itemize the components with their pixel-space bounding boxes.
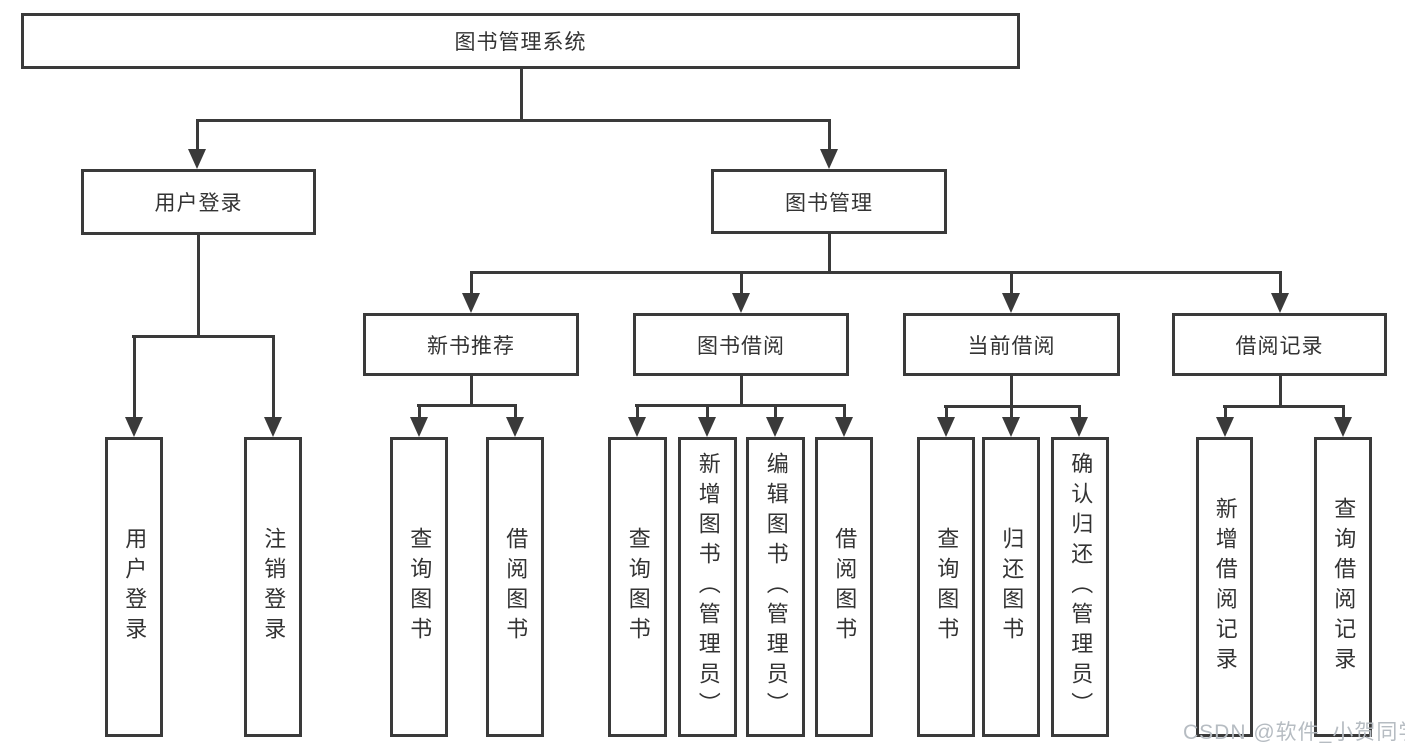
node-logout: 注销登录: [244, 437, 302, 737]
node-new-book-recommend: 新书推荐: [363, 313, 579, 376]
connector-newbook-bus: [417, 404, 517, 407]
node-label: 图书管理: [785, 191, 873, 215]
node-label: 用户登录: [154, 192, 243, 215]
node-user-login: 用户登录: [81, 169, 316, 235]
node-label: 图书管理系统: [454, 31, 587, 54]
connector-bookborrow-bus: [635, 404, 846, 407]
node-edit-books-admin: 编辑图书（管理员）: [746, 437, 805, 737]
arrow-down-icon: [506, 417, 524, 437]
arrow-down-icon: [1070, 417, 1088, 437]
node-query-books-current: 查询图书: [917, 437, 975, 737]
connector-stem: [828, 119, 831, 151]
connector-stem: [843, 404, 846, 419]
arrow-down-icon: [820, 149, 838, 169]
arrow-down-icon: [1216, 417, 1234, 437]
node-label: 借阅图书: [503, 527, 529, 647]
arrow-down-icon: [410, 417, 428, 437]
node-library-management-system: 图书管理系统: [21, 13, 1020, 69]
node-label: 查询借阅记录: [1331, 497, 1357, 677]
node-query-borrow-record: 查询借阅记录: [1314, 437, 1372, 737]
node-book-management: 图书管理: [711, 169, 947, 234]
arrow-down-icon: [125, 417, 143, 437]
node-label: 确认归还（管理员）: [1068, 452, 1094, 722]
connector-userlogin-bus: [132, 335, 275, 338]
node-label: 新增图书（管理员）: [695, 452, 721, 722]
connector-stem: [1010, 271, 1013, 295]
arrow-down-icon: [628, 417, 646, 437]
arrow-down-icon: [188, 149, 206, 169]
node-current-borrowing: 当前借阅: [903, 313, 1120, 376]
connector-stem: [272, 335, 275, 419]
connector-stem: [740, 271, 743, 295]
node-book-borrowing: 图书借阅: [633, 313, 849, 376]
connector-level2-bus: [196, 119, 831, 122]
connector-stem: [945, 405, 948, 419]
node-borrow-books-recommend: 借阅图书: [486, 437, 544, 737]
node-label: 新书推荐: [427, 334, 515, 358]
node-borrowing-records: 借阅记录: [1172, 313, 1387, 376]
node-label: 查询图书: [934, 527, 960, 647]
arrow-down-icon: [835, 417, 853, 437]
connector-records-bus: [1223, 405, 1345, 408]
node-label: 注销登录: [261, 527, 287, 647]
connector-stem: [514, 404, 517, 419]
connector-newbook-trunk: [470, 376, 473, 407]
connector-stem: [1342, 405, 1345, 419]
connector-stem: [418, 404, 421, 419]
connector-stem: [133, 335, 136, 419]
node-user-login-action: 用户登录: [105, 437, 163, 737]
connector-bookmgmt-trunk: [828, 234, 831, 274]
node-label: 图书借阅: [697, 334, 785, 358]
connector-userlogin-trunk: [197, 235, 200, 338]
connector-root-trunk: [520, 69, 523, 122]
arrow-down-icon: [1334, 417, 1352, 437]
node-add-books-admin: 新增图书（管理员）: [678, 437, 737, 737]
connector-stem: [1279, 271, 1282, 295]
arrow-down-icon: [1271, 293, 1289, 313]
connector-stem: [774, 404, 777, 419]
connector-stem: [706, 404, 709, 419]
arrow-down-icon: [462, 293, 480, 313]
node-borrow-books: 借阅图书: [815, 437, 873, 737]
connector-stem: [636, 404, 639, 419]
arrow-down-icon: [937, 417, 955, 437]
arrow-down-icon: [766, 417, 784, 437]
connector-stem: [1078, 405, 1081, 419]
node-confirm-return-admin: 确认归还（管理员）: [1051, 437, 1109, 737]
node-label: 归还图书: [999, 527, 1025, 647]
connector-currentborrow-trunk: [1010, 376, 1013, 408]
node-label: 编辑图书（管理员）: [763, 452, 789, 722]
arrow-down-icon: [732, 293, 750, 313]
node-label: 新增借阅记录: [1212, 497, 1238, 677]
node-query-books-recommend: 查询图书: [390, 437, 448, 737]
node-add-borrow-record: 新增借阅记录: [1196, 437, 1253, 737]
node-label: 查询图书: [625, 527, 651, 647]
connector-bookborrow-trunk: [740, 376, 743, 407]
node-query-books-borrowing: 查询图书: [608, 437, 667, 737]
node-return-books: 归还图书: [982, 437, 1040, 737]
arrow-down-icon: [1002, 417, 1020, 437]
node-label: 当前借阅: [967, 334, 1056, 358]
node-label: 借阅记录: [1235, 334, 1324, 358]
node-label: 用户登录: [122, 527, 148, 647]
node-label: 查询图书: [407, 527, 433, 647]
arrow-down-icon: [1002, 293, 1020, 313]
connector-stem: [470, 271, 473, 295]
connector-stem: [196, 119, 199, 151]
connector-level3-bus: [470, 271, 1282, 274]
arrow-down-icon: [264, 417, 282, 437]
arrow-down-icon: [698, 417, 716, 437]
node-label: 借阅图书: [832, 527, 858, 647]
connector-stem: [1010, 405, 1013, 419]
connector-stem: [1224, 405, 1227, 419]
connector-records-trunk: [1279, 376, 1282, 408]
csdn-watermark: CSDN @软件_小贺同学: [1183, 721, 1405, 744]
